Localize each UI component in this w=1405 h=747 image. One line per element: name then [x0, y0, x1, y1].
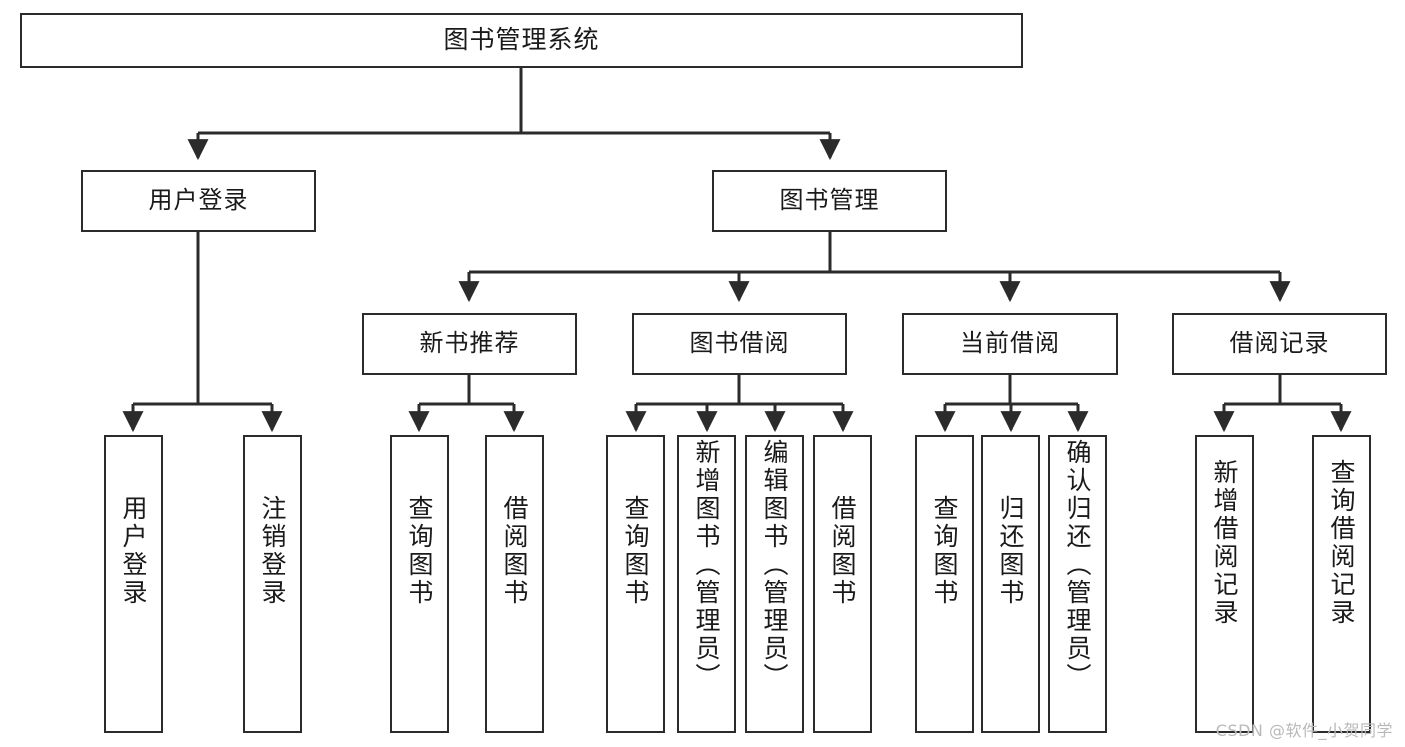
node-label: 归还图书	[996, 495, 1025, 607]
node-label: 借阅图书	[828, 495, 857, 607]
leaf-current-borrow-query-book[interactable]: 查询图书	[915, 435, 974, 733]
leaf-user-login-logout[interactable]: 注销登录	[243, 435, 302, 733]
node-book-borrow[interactable]: 图书借阅	[632, 313, 847, 375]
node-book-management[interactable]: 图书管理	[712, 170, 947, 232]
node-label: 查询图书	[621, 495, 650, 607]
node-label: 用户登录	[119, 495, 148, 607]
node-label: 用户登录	[148, 186, 249, 215]
node-label: 确认归还（管理员）	[1063, 439, 1092, 691]
leaf-book-borrow-borrow-book[interactable]: 借阅图书	[813, 435, 872, 733]
node-label: 查询图书	[930, 495, 959, 607]
node-label: 编辑图书（管理员）	[760, 439, 789, 691]
node-label: 新增借阅记录	[1210, 459, 1239, 627]
leaf-new-book-borrow-book[interactable]: 借阅图书	[485, 435, 544, 733]
node-label: 新增图书（管理员）	[692, 439, 721, 691]
node-current-borrow[interactable]: 当前借阅	[902, 313, 1118, 375]
leaf-new-book-query-book[interactable]: 查询图书	[390, 435, 449, 733]
node-label: 图书管理	[779, 186, 880, 215]
leaf-user-login-login[interactable]: 用户登录	[104, 435, 163, 733]
node-label: 查询借阅记录	[1327, 459, 1356, 627]
leaf-current-borrow-confirm-return-admin[interactable]: 确认归还（管理员）	[1048, 435, 1107, 733]
node-label: 当前借阅	[960, 329, 1060, 358]
node-new-book-recommend[interactable]: 新书推荐	[362, 313, 577, 375]
leaf-borrow-record-query-record[interactable]: 查询借阅记录	[1312, 435, 1371, 733]
node-label: 借阅图书	[500, 495, 529, 607]
node-label: 图书管理系统	[443, 25, 600, 55]
node-label: 借阅记录	[1229, 329, 1330, 358]
leaf-book-borrow-add-book-admin[interactable]: 新增图书（管理员）	[677, 435, 736, 733]
leaf-current-borrow-return-book[interactable]: 归还图书	[981, 435, 1040, 733]
node-user-login[interactable]: 用户登录	[81, 170, 316, 232]
leaf-book-borrow-edit-book-admin[interactable]: 编辑图书（管理员）	[745, 435, 804, 733]
node-borrow-record[interactable]: 借阅记录	[1172, 313, 1387, 375]
leaf-borrow-record-add-record[interactable]: 新增借阅记录	[1195, 435, 1254, 733]
node-root-book-management-system[interactable]: 图书管理系统	[20, 13, 1023, 68]
leaf-book-borrow-query-book[interactable]: 查询图书	[606, 435, 665, 733]
node-label: 查询图书	[405, 495, 434, 607]
node-label: 注销登录	[258, 495, 287, 607]
node-label: 新书推荐	[419, 329, 520, 358]
node-label: 图书借阅	[689, 329, 790, 358]
